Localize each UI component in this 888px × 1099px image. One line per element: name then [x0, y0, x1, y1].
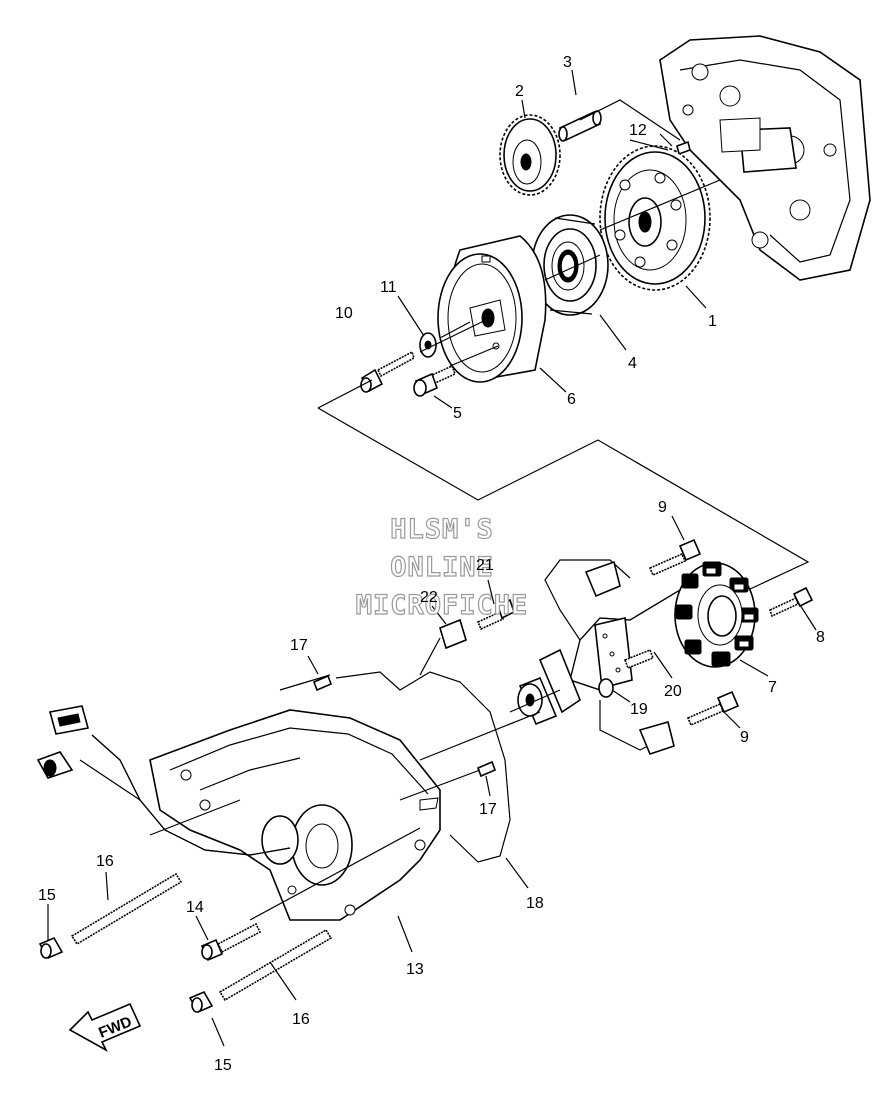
key-12 — [676, 140, 691, 156]
stud-bolt-16-upper — [70, 872, 183, 946]
callout-17-lower: 17 — [479, 801, 497, 818]
bolt-14 — [200, 922, 262, 962]
bolt-9-lower — [686, 690, 740, 727]
bolt-8 — [769, 586, 814, 618]
callout-14: 14 — [186, 899, 204, 916]
bolt-9-upper — [648, 538, 702, 577]
callout-11: 11 — [380, 279, 397, 296]
callout-leaders — [47, 69, 817, 1047]
gear-2 — [499, 114, 561, 196]
nut-15-upper — [38, 936, 64, 960]
callout-5: 5 — [453, 405, 462, 422]
callout-1: 1 — [708, 313, 717, 330]
wire-grommet-plate — [517, 648, 581, 726]
callout-9-upper: 9 — [658, 499, 667, 516]
callout-21: 21 — [476, 557, 494, 574]
callout-16-lower: 16 — [292, 1011, 310, 1028]
callout-20: 20 — [664, 683, 682, 700]
callout-15-upper: 15 — [38, 887, 56, 904]
callout-numbers: 1 2 3 4 5 6 7 8 9 9 10 11 12 13 14 15 15… — [38, 54, 825, 1074]
callout-7: 7 — [768, 679, 777, 696]
callout-2: 2 — [515, 83, 524, 100]
engine-crankcase — [659, 35, 871, 281]
stator-wire-harness — [544, 559, 681, 755]
nut-15-lower — [188, 990, 214, 1014]
lower-leader-lines — [149, 637, 561, 921]
watermark-line-2: ONLINE — [390, 552, 494, 583]
callout-4: 4 — [628, 355, 637, 372]
callout-8: 8 — [816, 629, 825, 646]
callout-22: 22 — [420, 589, 438, 606]
callout-13: 13 — [406, 961, 424, 978]
callout-19: 19 — [630, 701, 648, 718]
bolt-21 — [476, 598, 515, 631]
dowel-pin-17-upper — [312, 674, 333, 692]
bolt-10 — [360, 350, 415, 393]
watermark: HLSM'S ONLINE MICROFICHE — [355, 513, 529, 621]
clamp-22 — [439, 618, 467, 650]
callout-6: 6 — [567, 391, 576, 408]
callout-10: 10 — [335, 305, 353, 322]
callout-3: 3 — [563, 54, 572, 71]
bolt-5 — [413, 364, 457, 397]
callout-9-lower: 9 — [740, 729, 749, 746]
rotor-6 — [437, 235, 547, 383]
callout-17-upper: 17 — [290, 637, 308, 654]
callout-18: 18 — [526, 895, 544, 912]
gasket-18 — [335, 671, 511, 863]
generator-cover-13 — [149, 709, 441, 921]
stator-7 — [674, 561, 759, 668]
large-gear-1 — [599, 145, 711, 291]
watermark-line-1: HLSM'S — [390, 514, 494, 545]
callout-15-lower: 15 — [214, 1057, 232, 1074]
watermark-line-3: MICROFICHE — [356, 590, 529, 621]
dowel-pin-17-lower — [476, 760, 497, 778]
starter-clutch-4 — [531, 214, 609, 316]
upper-leader-lines — [317, 99, 810, 591]
callout-16-upper: 16 — [96, 853, 114, 870]
stud-bolt-16-lower — [218, 928, 333, 1002]
callout-12: 12 — [629, 122, 647, 139]
fwd-direction-arrow: FWD — [68, 1002, 142, 1052]
sensor-wire-connectors — [36, 705, 291, 856]
shaft-3 — [558, 110, 602, 142]
